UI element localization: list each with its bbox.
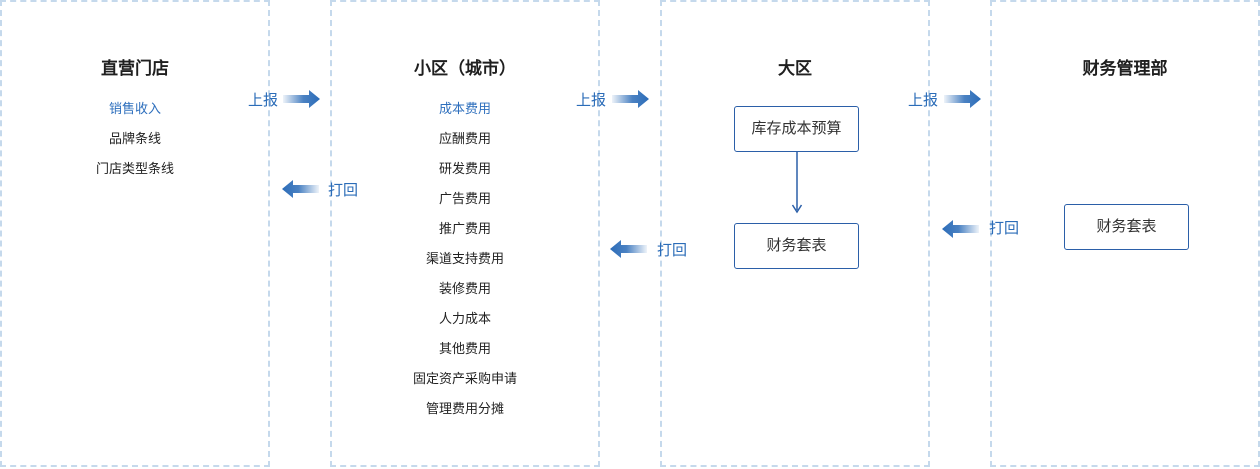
column-direct-stores: 直营门店 销售收入 品牌条线 门店类型条线 [0, 0, 270, 467]
list-item: 销售收入 [108, 102, 161, 117]
left-arrow-icon [942, 220, 979, 238]
list-item: 推广费用 [438, 222, 491, 237]
item-list: 成本费用 应酬费用 研发费用 广告费用 推广费用 渠道支持费用 装修费用 人力成… [332, 100, 598, 430]
list-item: 广告费用 [438, 192, 491, 207]
financial-statements-box: 财务套表 [1064, 204, 1189, 250]
right-arrow-icon [612, 90, 649, 108]
item-list: 销售收入 品牌条线 门店类型条线 [2, 100, 268, 190]
report-label: 上报 [248, 91, 279, 109]
column-district-city: 小区（城市） 成本费用 应酬费用 研发费用 广告费用 推广费用 渠道支持费用 装… [330, 0, 600, 467]
down-arrow-icon [791, 152, 803, 214]
inventory-cost-budget-box: 库存成本预算 [734, 106, 859, 152]
column-finance-dept: 财务管理部 财务套表 [990, 0, 1260, 467]
list-item: 其他费用 [438, 342, 491, 357]
report-label: 上报 [908, 91, 939, 109]
column-region: 大区 库存成本预算 财务套表 [660, 0, 930, 467]
financial-statements-box: 财务套表 [734, 223, 859, 269]
column-title: 财务管理部 [1082, 59, 1168, 79]
report-label: 上报 [576, 91, 607, 109]
list-item: 门店类型条线 [95, 162, 174, 177]
column-title: 小区（城市） [414, 59, 516, 79]
column-title: 大区 [778, 59, 812, 79]
list-item: 管理费用分摊 [425, 402, 504, 417]
left-arrow-icon [282, 180, 319, 198]
list-item: 渠道支持费用 [425, 252, 504, 267]
list-item: 品牌条线 [108, 132, 161, 147]
right-arrow-icon [283, 90, 320, 108]
list-item: 成本费用 [438, 102, 491, 117]
right-arrow-icon [944, 90, 981, 108]
list-item: 应酬费用 [438, 132, 491, 147]
list-item: 人力成本 [438, 312, 491, 327]
return-label: 打回 [657, 241, 688, 259]
left-arrow-icon [610, 240, 647, 258]
list-item: 装修费用 [438, 282, 491, 297]
return-label: 打回 [989, 219, 1020, 237]
column-title: 直营门店 [101, 59, 169, 79]
list-item: 研发费用 [438, 162, 491, 177]
return-label: 打回 [328, 181, 359, 199]
list-item: 固定资产采购申请 [412, 372, 517, 387]
